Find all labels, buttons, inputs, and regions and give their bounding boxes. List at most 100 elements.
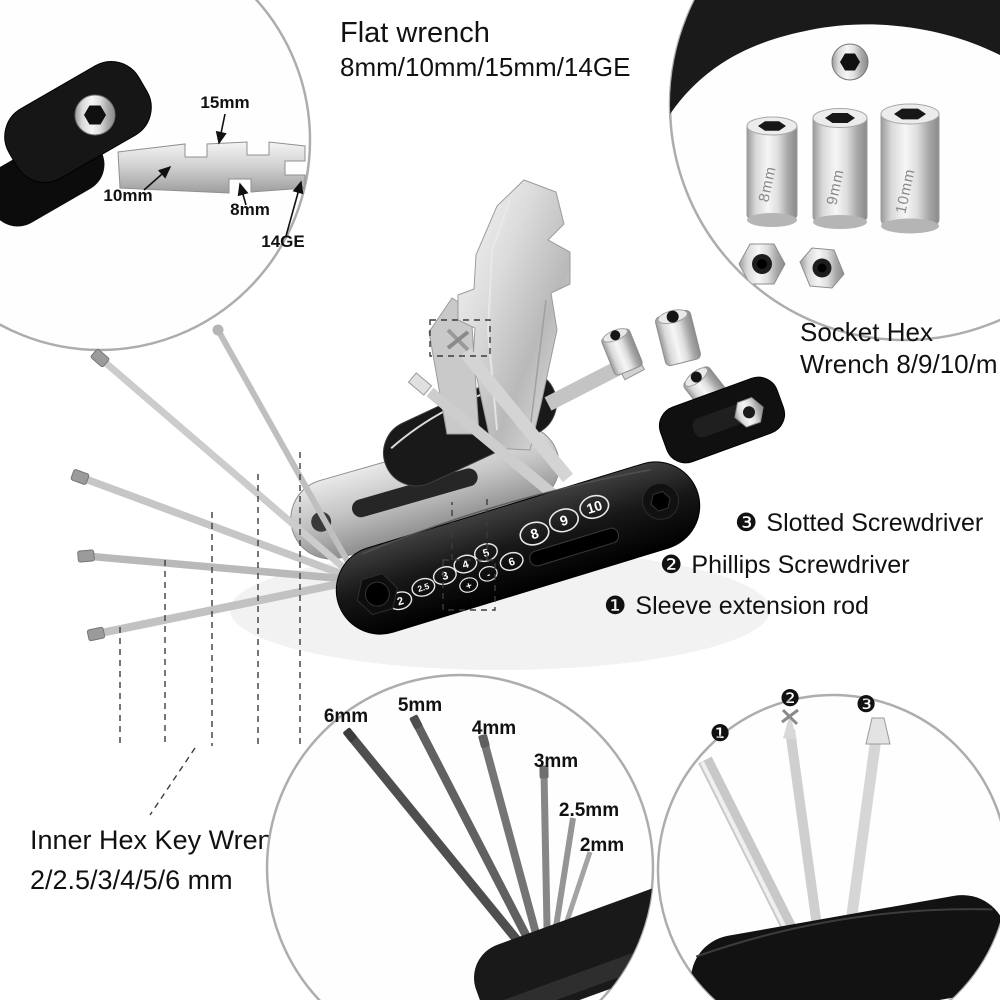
bit-number-3: ❸ [856, 691, 877, 717]
label-10mm: 10mm [103, 186, 152, 205]
slotted-text: Slotted Screwdriver [766, 509, 983, 537]
size-marking-10: 10 [579, 494, 610, 520]
hex-key-shaft [215, 328, 361, 582]
slotted-screwdriver [407, 372, 564, 505]
multi-tool: 2 2.5 3 4 + - [70, 179, 786, 670]
socket-10mm: 10mm [880, 103, 940, 234]
guide-box-bits [442, 559, 496, 611]
hex-key-head [70, 469, 90, 485]
hex-key-shaft [97, 355, 361, 583]
guide-lines [119, 319, 496, 816]
pivot-bolt-hex-socket [84, 105, 106, 125]
tool-handle-body: 2 2.5 3 4 + - [335, 461, 701, 635]
socket-medium [655, 309, 701, 367]
socket-inset-photo: 8mm 9mm 10mm [670, 0, 1000, 289]
size-marking-2-5: 2.5 [411, 577, 436, 597]
arrow-15mm [215, 113, 227, 145]
phillips-text: Phillips Screwdriver [691, 551, 909, 579]
svg-text:4: 4 [461, 558, 471, 572]
size-marking-4: 4 [453, 554, 478, 574]
hex-key-head [86, 626, 106, 642]
flat-wrench-subtitle: 8mm/10mm/15mm/14GE [340, 52, 630, 82]
plus-marking: + [459, 577, 479, 593]
guide-box-phillips-tip [429, 319, 491, 357]
flat-wrench-blade [117, 141, 306, 194]
flat-wrench-title: Flat wrench [340, 17, 490, 49]
guide-line [149, 747, 196, 816]
label-8mm: 8mm [230, 200, 270, 219]
hex-key-shaft [78, 473, 360, 584]
socket-caption-line1: Socket Hex [800, 317, 933, 347]
pivot-bolt-right [642, 482, 680, 520]
label-3mm: 3mm [534, 751, 578, 772]
socket-inset: 8mm 9mm 10mm [668, 0, 1000, 379]
arrow-10mm [143, 165, 172, 191]
socket-caption-line2: Wrench 8/9/10/m [800, 349, 998, 379]
svg-text:+: + [465, 580, 474, 592]
hex-key-fan [70, 324, 361, 642]
phillips-screwdriver-label: ❷ Phillips Screwdriver [660, 551, 910, 579]
hex-key-holder [474, 877, 653, 1005]
pivot-bolt-left [356, 573, 398, 616]
socket-8mm: 8mm [746, 116, 798, 227]
size-marking-3: 3 [432, 566, 457, 586]
svg-text:10: 10 [585, 497, 605, 517]
hex-key-head [343, 727, 357, 743]
svg-text:2: 2 [396, 595, 405, 608]
slotted-screwdriver-label: ❸ Slotted Screwdriver [735, 509, 983, 537]
hex-key-head [478, 734, 490, 748]
socket-small [601, 328, 643, 376]
socket-assembly [544, 309, 786, 464]
hex-key-inset-photo [343, 714, 653, 1005]
size-marking-6: 6 [499, 551, 524, 571]
hex-key-head [539, 765, 549, 779]
badge-2: ❷ [660, 551, 682, 579]
minus-marking: - [478, 566, 498, 582]
sleeve-text: Sleeve extension rod [635, 592, 868, 620]
slotted-bit [842, 717, 891, 945]
badge-3: ❸ [735, 509, 757, 537]
sleeve-extension-label: ❶ Sleeve extension rod [604, 592, 869, 620]
pivot-bolt-hex-socket [840, 53, 860, 71]
hex-key-head [409, 714, 423, 730]
flat-wrench-inset: 15mm 10mm 8mm 14GE [0, 0, 312, 352]
svg-text:2.5: 2.5 [416, 581, 430, 594]
label-15mm: 15mm [200, 93, 249, 112]
label-5mm: 5mm [398, 695, 442, 716]
hex-key-inset: 6mm 5mm 4mm 3mm 2.5mm 2mm [265, 673, 655, 1005]
hex-nut [799, 247, 845, 289]
phillips-screwdriver [446, 328, 574, 483]
label-2mm: 2mm [580, 835, 624, 856]
hex-nut [738, 243, 786, 285]
badge-1: ❶ [604, 592, 626, 620]
hex-key-head [90, 348, 110, 368]
arrow-8mm [237, 182, 249, 206]
hex-key-6mm [346, 732, 552, 981]
svg-text:3: 3 [440, 570, 449, 583]
handle-highlight [362, 468, 652, 555]
ball-end-tip [212, 324, 224, 336]
socket-9mm: 9mm [812, 108, 868, 229]
arrow-14ge [285, 180, 304, 237]
hex-key-shaft [85, 552, 359, 584]
bit-number-2: ❷ [780, 685, 801, 711]
hex-key-shaft [95, 576, 359, 638]
svg-text:6: 6 [507, 556, 516, 569]
sleeve-extension-rod [544, 361, 622, 411]
svg-text:5: 5 [482, 547, 491, 560]
tool-body-dark [670, 0, 1000, 130]
flat-wrench-inset-photo [0, 61, 306, 227]
bit-number-1: ❶ [710, 720, 731, 746]
label-6mm: 6mm [324, 706, 368, 727]
handle-slot [529, 527, 620, 567]
label-2-5mm: 2.5mm [559, 800, 619, 821]
sleeve-extension-rod [698, 756, 807, 954]
label-4mm: 4mm [472, 718, 516, 739]
hex-key-head [77, 549, 95, 563]
size-marking-5: 5 [473, 543, 498, 563]
label-14ge: 14GE [261, 232, 304, 251]
hex-key-caption-line2: 2/2.5/3/4/5/6 mm [30, 865, 233, 895]
hex-key-caption-line1: Inner Hex Key Wren [30, 825, 273, 855]
